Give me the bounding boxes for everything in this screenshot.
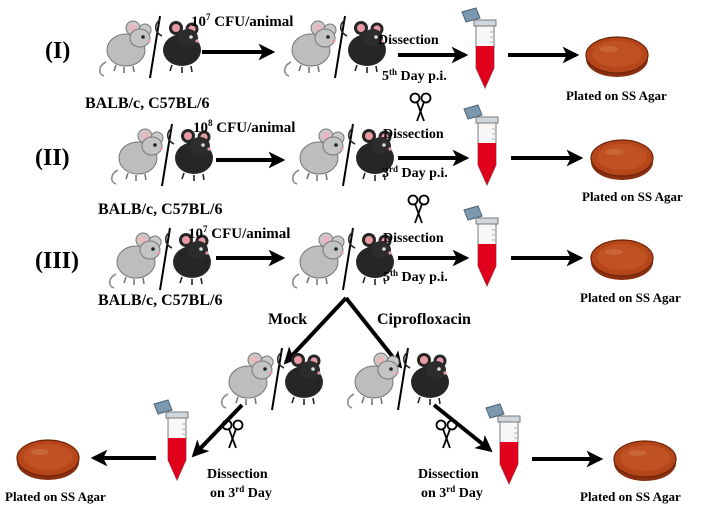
scissors-icon bbox=[407, 194, 430, 224]
day-label: 3rd Day p.i. bbox=[382, 164, 448, 181]
dissection-label: Dissection bbox=[418, 467, 479, 482]
microcentrifuge-tube-icon bbox=[153, 399, 189, 481]
petri-dish-icon bbox=[16, 439, 80, 481]
day-label: 5th Day p.i. bbox=[382, 67, 447, 84]
row-1: (I) 107 CFU/animal Dissection 5th Day p.… bbox=[45, 7, 667, 112]
microcentrifuge-tube-icon bbox=[463, 104, 499, 186]
scissors-icon bbox=[409, 92, 432, 122]
dose-label: 107 CFU/animal bbox=[188, 224, 290, 242]
petri-dish-icon bbox=[590, 139, 654, 181]
row-2: (II) 108 CFU/animal Dissection 3rd Day p… bbox=[35, 92, 683, 218]
row-3: (III) 107 CFU/animal Dissection 5th Day … bbox=[35, 194, 681, 309]
row-numeral: (I) bbox=[45, 38, 70, 64]
petri-dish-icon bbox=[585, 36, 649, 78]
dose-label: 107 CFU/animal bbox=[191, 12, 293, 30]
microcentrifuge-tube-icon bbox=[463, 205, 499, 287]
arrow-icon bbox=[191, 403, 244, 458]
mouse-pair-icon bbox=[291, 227, 395, 291]
dissection-label: Dissection bbox=[207, 467, 268, 482]
day-label: on 3rd Day bbox=[421, 484, 483, 501]
row-numeral: (III) bbox=[35, 248, 79, 274]
dissection-label: Dissection bbox=[383, 231, 444, 246]
plated-label: Plated on SS Agar bbox=[5, 489, 106, 504]
scissors-icon bbox=[435, 419, 458, 449]
mouse-pair-icon bbox=[346, 347, 450, 411]
strain-label: BALB/c, C57BL/6 bbox=[98, 292, 222, 309]
strain-label: BALB/c, C57BL/6 bbox=[98, 201, 222, 218]
branch-section: Mock Ciprofloxacin Dissection on 3rd Day… bbox=[5, 296, 681, 504]
row-numeral: (II) bbox=[35, 145, 70, 171]
arrow-icon bbox=[344, 296, 403, 369]
petri-dish-icon bbox=[613, 440, 677, 482]
mouse-pair-icon bbox=[98, 15, 202, 79]
mock-label: Mock bbox=[268, 311, 307, 328]
dose-label: 108 CFU/animal bbox=[193, 118, 295, 136]
plated-label: Plated on SS Agar bbox=[566, 88, 667, 103]
mouse-pair-icon bbox=[220, 347, 324, 411]
plated-label: Plated on SS Agar bbox=[580, 489, 681, 504]
strain-label: BALB/c, C57BL/6 bbox=[85, 95, 209, 112]
ciprofloxacin-label: Ciprofloxacin bbox=[377, 311, 471, 328]
petri-dish-icon bbox=[590, 239, 654, 281]
arrow-icon bbox=[283, 296, 348, 365]
day-label: on 3rd Day bbox=[210, 484, 272, 501]
dissection-label: Dissection bbox=[378, 33, 439, 48]
dissection-label: Dissection bbox=[383, 127, 444, 142]
day-label: 5th Day p.i. bbox=[383, 268, 448, 285]
microcentrifuge-tube-icon bbox=[461, 7, 497, 89]
plated-label: Plated on SS Agar bbox=[580, 290, 681, 305]
microcentrifuge-tube-icon bbox=[485, 403, 521, 485]
mouse-pair-icon bbox=[291, 123, 395, 187]
mouse-pair-icon bbox=[283, 15, 387, 79]
arrow-icon bbox=[432, 403, 493, 453]
plated-label: Plated on SS Agar bbox=[582, 189, 683, 204]
